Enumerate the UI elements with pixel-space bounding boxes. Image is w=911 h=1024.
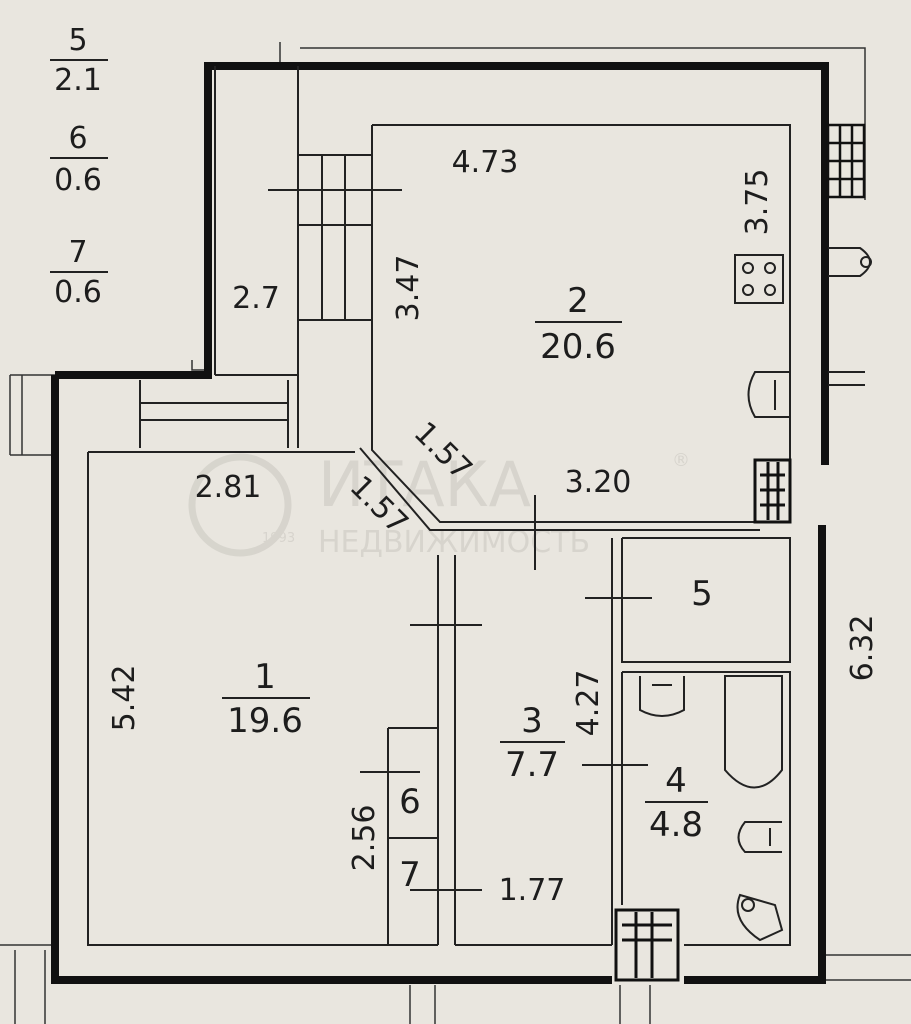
watermark-brand: ИТАКА: [318, 448, 531, 521]
bathtub-icon: [724, 675, 783, 789]
room-1-number: 1: [254, 657, 276, 697]
legend-room-5-area: 2.1: [54, 63, 102, 98]
kitchen-sink-icon: [747, 371, 790, 418]
dim-3-75: 3.75: [740, 169, 775, 236]
room-4-number: 4: [665, 761, 687, 801]
dim-5-42: 5.42: [107, 665, 142, 732]
dim-2-7: 2.7: [232, 281, 280, 316]
room-2-number: 2: [567, 281, 589, 321]
area-legend: 5 2.1 6 0.6 7 0.6: [50, 23, 108, 310]
watermark-logo-icon: [188, 453, 292, 557]
washbasin-icon: [737, 821, 782, 853]
watermark-year: 1993: [262, 531, 295, 546]
room-5-number: 5: [691, 574, 713, 614]
radiator-icon: [828, 247, 872, 386]
dim-4-73: 4.73: [452, 145, 519, 180]
dim-3-20: 3.20: [565, 465, 632, 500]
exterior-grille-icon: [826, 123, 866, 199]
dim-3-47: 3.47: [391, 255, 426, 322]
door-marks: [268, 189, 652, 891]
dim-1-77: 1.77: [499, 873, 566, 908]
legend-room-6-area: 0.6: [54, 163, 102, 198]
legend-room-5-number: 5: [68, 23, 87, 58]
interior-walls: [87, 66, 791, 946]
exterior-wall: [51, 62, 829, 984]
dim-2-81: 2.81: [195, 470, 262, 505]
toilet-icon: [736, 893, 784, 942]
room-4-area: 4.8: [649, 805, 703, 845]
room-3-number: 3: [521, 701, 543, 741]
room-labels: 2 20.6 1 19.6 3 7.7 4 4.8 5 6 7: [222, 281, 713, 895]
room-3-area: 7.7: [505, 745, 559, 785]
watermark-registered: ®: [672, 450, 690, 471]
ventilation-shaft-icon: [753, 458, 792, 524]
room-1-area: 19.6: [227, 701, 303, 741]
stove-icon: [734, 254, 784, 304]
dim-2-56: 2.56: [347, 805, 382, 872]
room-2-area: 20.6: [540, 327, 616, 367]
watermark: ИТАКА ® НЕДВИЖИМОСТЬ 1993: [188, 448, 690, 560]
legend-room-7-area: 0.6: [54, 275, 102, 310]
legend-room-6-number: 6: [68, 121, 87, 156]
room-6-number: 6: [399, 782, 421, 822]
dim-6-32: 6.32: [845, 615, 880, 682]
dim-4-27: 4.27: [571, 670, 606, 737]
legend-room-7-number: 7: [68, 235, 87, 270]
vent-shaft-bottom-icon: [614, 908, 680, 982]
toilet-tank-icon: [639, 676, 685, 717]
room-7-number: 7: [399, 855, 421, 895]
